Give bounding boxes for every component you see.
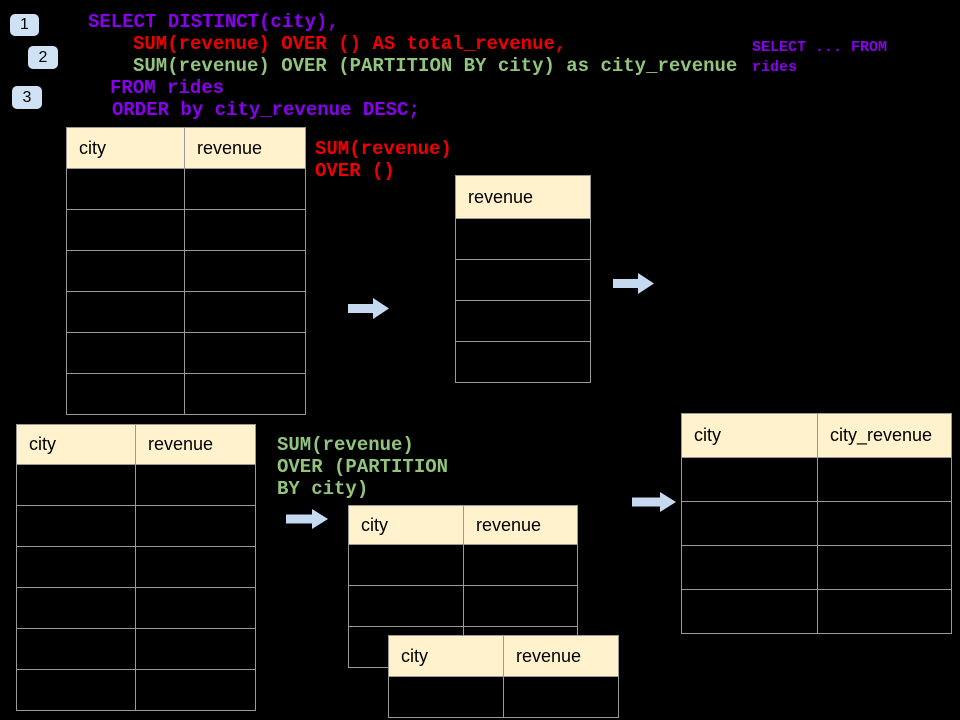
empty-cell [348,544,464,586]
empty-cell [135,587,256,629]
empty-cell [16,628,136,670]
annotation-partition-line3: BY city) [277,478,369,500]
sql-line-sum-partition: SUM(revenue) OVER (PARTITION BY city) as… [133,55,738,77]
sql-line-from: FROM rides [110,77,225,99]
empty-cell [503,676,619,718]
empty-cell [16,587,136,629]
empty-cell [16,546,136,588]
arrow-right-icon [613,273,654,294]
empty-cell [681,501,818,546]
column-header-city: city [66,127,185,169]
column-header-revenue: revenue [184,127,306,169]
empty-cell [184,373,306,415]
side-note-select-from: SELECT ... FROM [752,39,888,56]
side-note-rides: rides [752,59,798,76]
empty-cell [463,544,578,586]
step-badge-1: 1 [10,14,39,36]
empty-cell [184,168,306,210]
annotation-total-line2: OVER () [315,160,395,182]
empty-cell [681,457,818,502]
column-header-city-revenue: city_revenue [817,413,952,458]
empty-cell [135,669,256,711]
empty-cell [135,505,256,547]
annotation-partition-line2: OVER (PARTITION [277,456,449,478]
empty-cell [184,332,306,374]
empty-cell [817,589,952,634]
empty-cell [817,457,952,502]
empty-cell [388,676,504,718]
empty-cell [16,505,136,547]
sql-line-order-by: ORDER by city_revenue DESC; [112,99,420,121]
empty-cell [184,291,306,333]
table-partition-step: city revenue [348,505,578,668]
empty-cell [66,250,185,292]
column-header-revenue: revenue [135,424,256,465]
step-badge-2: 2 [28,46,58,69]
arrow-right-icon [632,492,676,512]
column-header-revenue: revenue [503,635,619,677]
sql-line-select: SELECT DISTINCT(city), [88,11,339,33]
table-total-revenue: revenue [455,175,591,383]
empty-cell [463,585,578,627]
empty-cell [455,341,591,383]
empty-cell [66,168,185,210]
arrow-right-icon [348,298,389,319]
column-header-city: city [16,424,136,465]
table-partition-step-overlay: city revenue [388,635,619,718]
column-header-city: city [681,413,818,458]
empty-cell [66,373,185,415]
empty-cell [348,585,464,627]
column-header-revenue: revenue [455,175,591,219]
empty-cell [16,669,136,711]
annotation-partition-line1: SUM(revenue) [277,434,414,456]
annotation-total-line1: SUM(revenue) [315,138,452,160]
arrow-right-icon [286,509,328,529]
step-badge-3: 3 [12,86,42,109]
empty-cell [184,250,306,292]
empty-cell [135,464,256,506]
empty-cell [455,218,591,260]
column-header-revenue: revenue [463,505,578,545]
sql-line-sum-over: SUM(revenue) OVER () AS total_revenue, [133,33,567,55]
table-result: city city_revenue [681,413,952,634]
empty-cell [184,209,306,251]
empty-cell [455,300,591,342]
empty-cell [135,628,256,670]
table-rides-top: city revenue [66,127,306,415]
empty-cell [135,546,256,588]
column-header-city: city [388,635,504,677]
empty-cell [681,589,818,634]
empty-cell [66,332,185,374]
empty-cell [16,464,136,506]
empty-cell [66,209,185,251]
column-header-city: city [348,505,464,545]
empty-cell [66,291,185,333]
empty-cell [817,501,952,546]
table-rides-bottom: city revenue [16,424,256,711]
empty-cell [817,545,952,590]
empty-cell [681,545,818,590]
empty-cell [455,259,591,301]
